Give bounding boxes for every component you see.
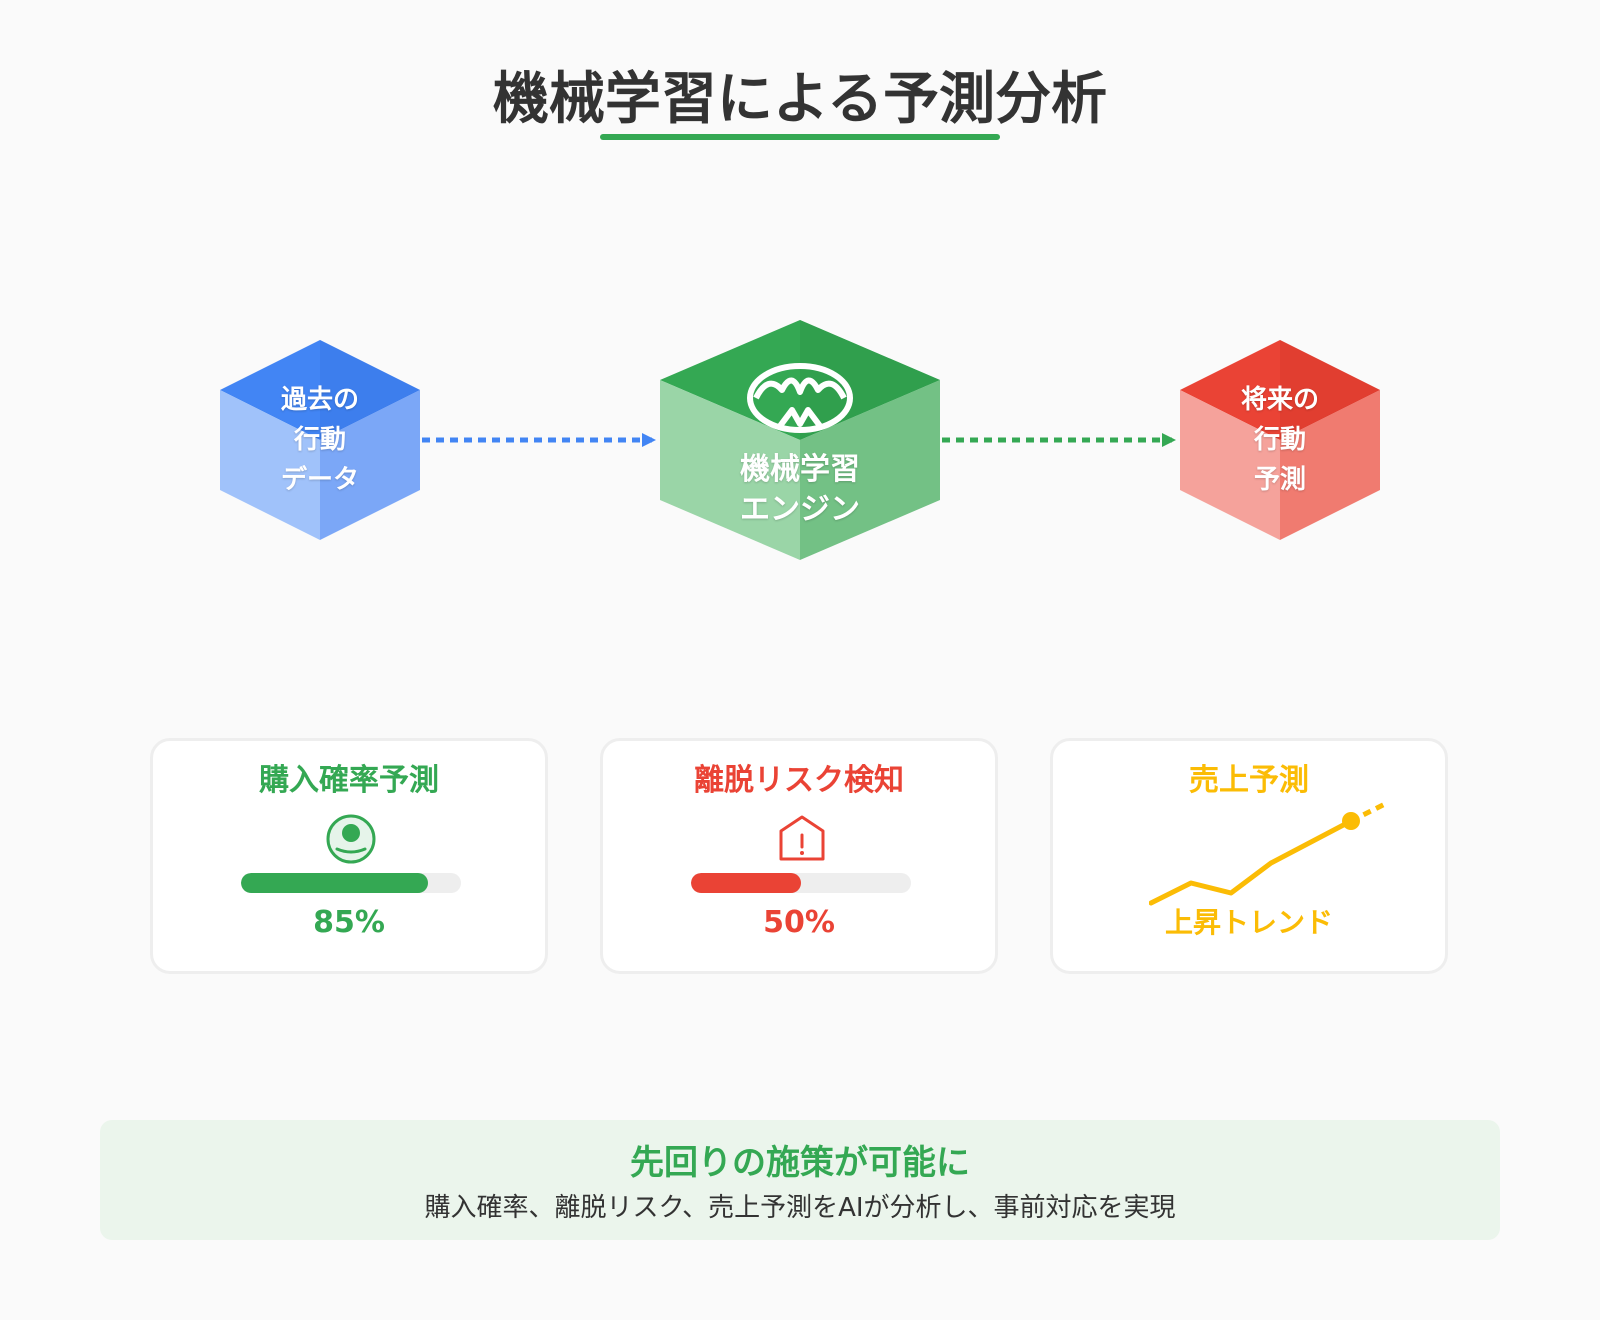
card-churn-risk: 離脱リスク検知 50% [600, 738, 998, 974]
summary-description: 購入確率、離脱リスク、売上予測をAIが分析し、事前対応を実現 [424, 1193, 1176, 1223]
card-title: 購入確率予測 [259, 763, 439, 798]
hex-engine-line-1: 機械学習 [740, 452, 860, 487]
summary-title: 先回りの施策が可能に [630, 1143, 970, 1183]
hex-engine-line-2: エンジン [740, 492, 860, 527]
hex-input-line-3: データ [280, 465, 359, 495]
ml-brain-icon [747, 363, 853, 433]
trend-label: 上昇トレンド [1164, 906, 1333, 939]
hex-ml-engine [660, 320, 940, 560]
hex-output-line-1: 将来の [1240, 385, 1319, 415]
hex-input-line-2: 行動 [293, 425, 346, 455]
card-sales-forecast: 売上予測 上昇トレンド [1050, 738, 1448, 974]
hex-output-line-2: 行動 [1253, 425, 1306, 455]
hex-engine-label: 機械学習 エンジン [690, 450, 910, 530]
card-title: 売上予測 [1189, 763, 1309, 798]
title-underline [600, 134, 1000, 140]
hex-input-line-1: 過去の [280, 385, 359, 415]
person-icon [326, 814, 376, 864]
card-purchase-probability: 購入確率予測 85% [150, 738, 548, 974]
hex-input-data [220, 340, 420, 540]
flow-diagram [220, 320, 1380, 560]
page-title: 機械学習による予測分析 [492, 67, 1108, 132]
progress-track [691, 873, 911, 893]
hex-future-prediction [1180, 340, 1380, 540]
progress-fill [691, 873, 801, 893]
card-title: 離脱リスク検知 [694, 763, 904, 798]
progress-fill [241, 873, 428, 893]
card-value: 85% [313, 905, 385, 940]
hex-output-label: 将来の 行動 予測 [1200, 380, 1360, 500]
progress-track [241, 873, 461, 893]
alert-house-icon [779, 815, 825, 861]
hex-input-label: 過去の 行動 データ [240, 380, 400, 500]
card-value: 50% [763, 905, 835, 940]
trend-line-icon [1149, 801, 1389, 906]
summary-box: 先回りの施策が可能に 購入確率、離脱リスク、売上予測をAIが分析し、事前対応を実… [100, 1120, 1500, 1240]
hex-output-line-3: 予測 [1253, 465, 1306, 495]
